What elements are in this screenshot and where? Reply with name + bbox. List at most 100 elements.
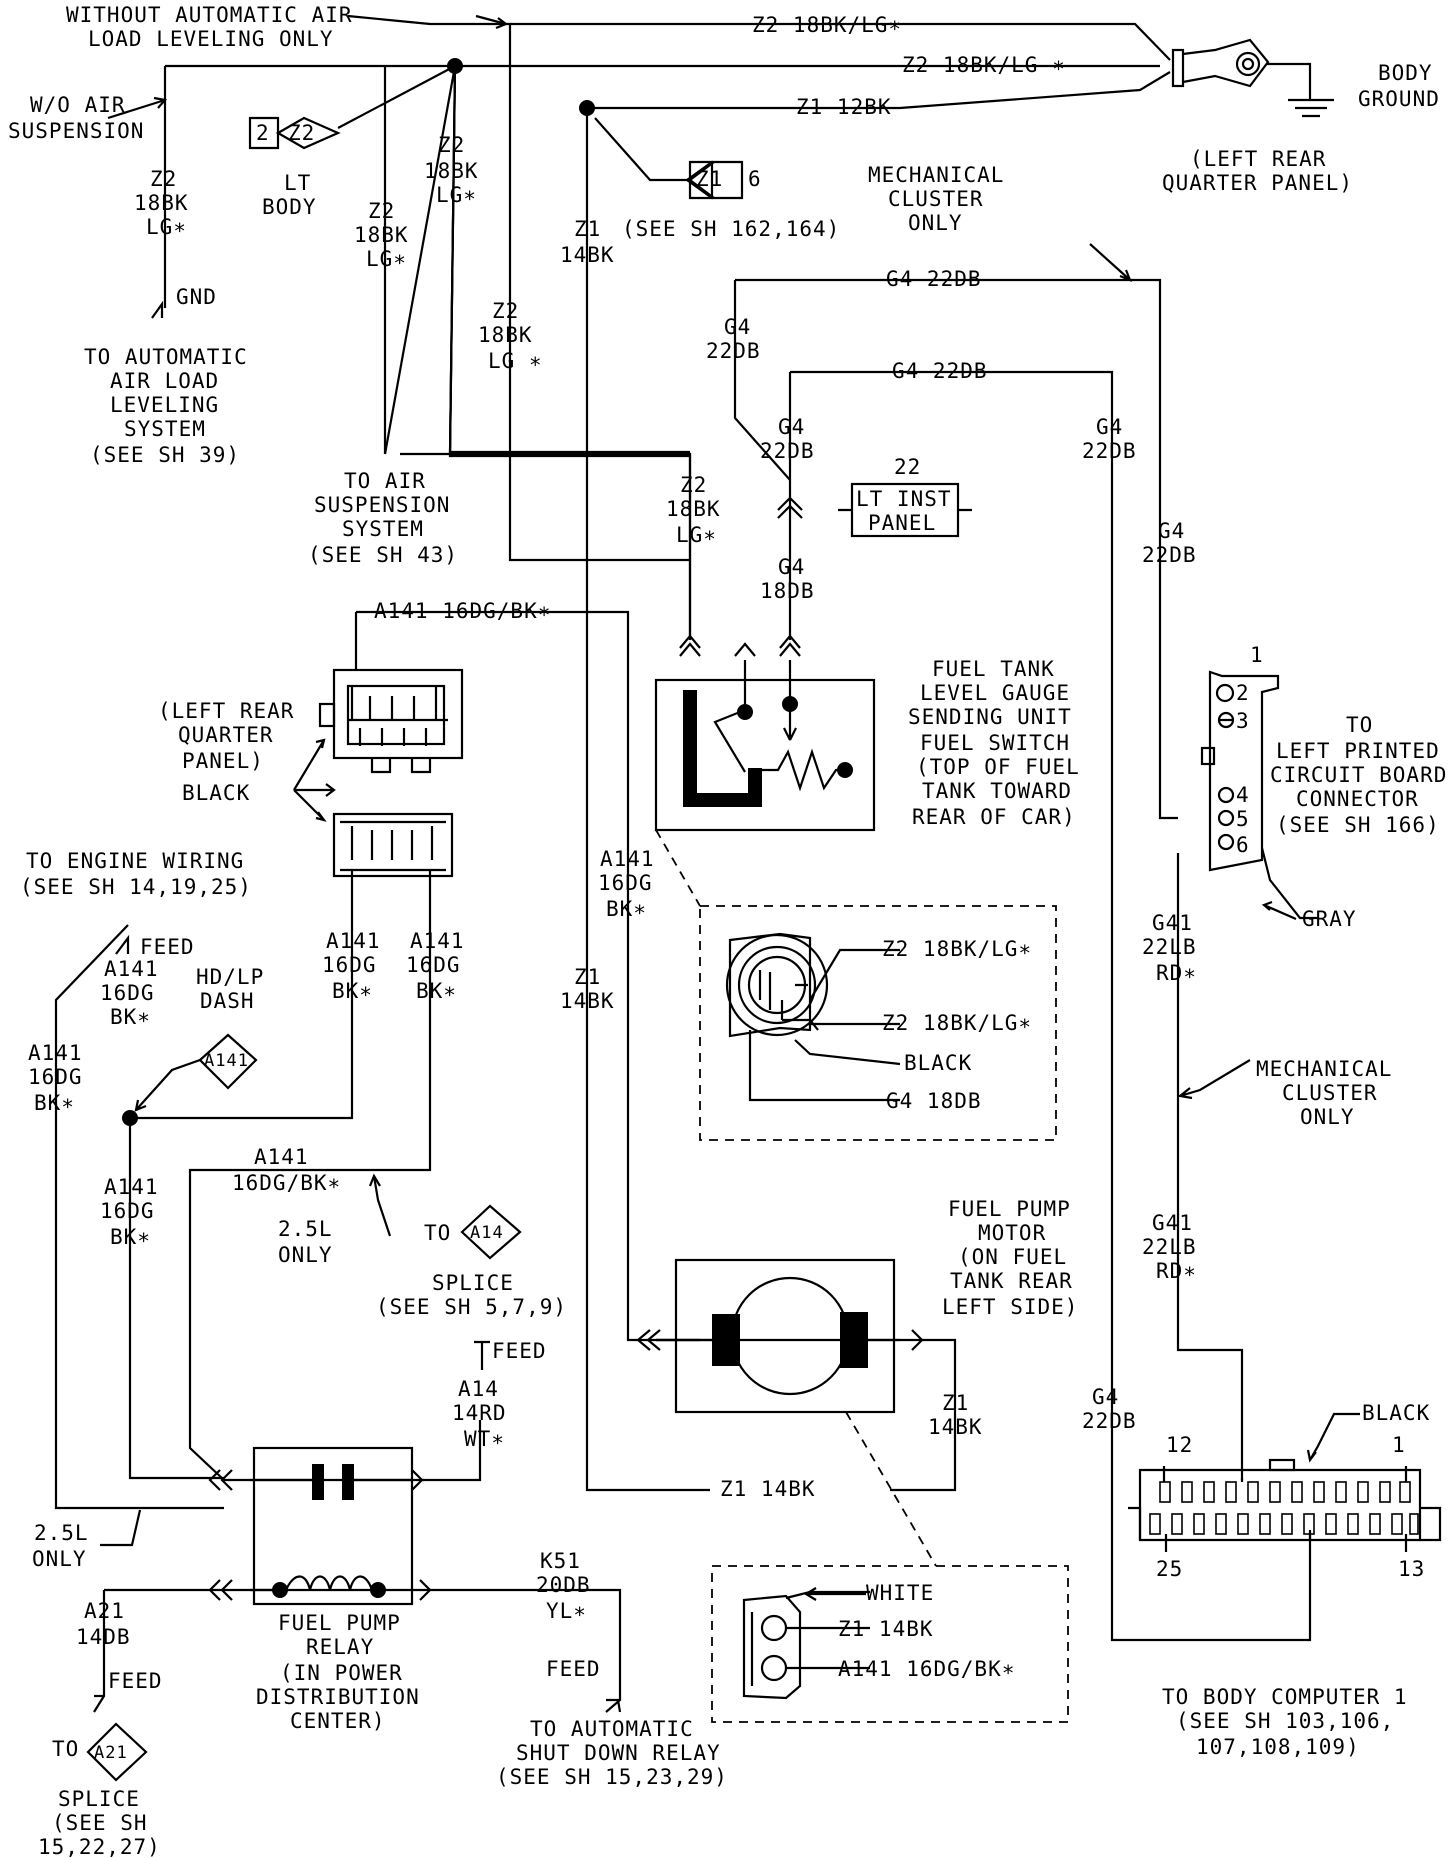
pointer-arrows — [107, 14, 1360, 1601]
label-a141-d-1: A141 — [410, 929, 465, 953]
label-a14-3: WT∗ — [464, 1427, 505, 1451]
wires — [54, 14, 1312, 1713]
label-mech-cluster-1: MECHANICAL — [868, 163, 1004, 187]
label-a21-diamond: A21 — [94, 1743, 128, 1763]
fuel-pump-relay — [208, 1446, 432, 1606]
label-a141-a-3: BK∗ — [110, 1005, 151, 1029]
label-z2-d-2: 18BK — [478, 323, 533, 347]
label-pin-3: 3 — [1236, 709, 1250, 733]
label-only-25-a-2: ONLY — [278, 1243, 333, 1267]
label-a141-a-2: 16DG — [100, 981, 155, 1005]
label-only-25-a-1: 2.5L — [278, 1217, 333, 1241]
label-a141-a-1: A141 — [104, 957, 159, 981]
label-z1-14bk-b-1: Z1 — [574, 965, 601, 989]
label-z1-14bk-b-2: 14BK — [560, 989, 615, 1013]
label-g4-22db-c: G4 22DB — [892, 359, 988, 383]
label-to-lpcb-4: CONNECTOR — [1296, 787, 1419, 811]
label-lt-body-1: LT — [284, 171, 311, 195]
label-g4-22db-b-1: G4 — [724, 315, 751, 339]
label-gnd: GND — [176, 285, 217, 309]
label-pin-6: 6 — [1236, 833, 1250, 857]
label-a14-1: A14 — [458, 1377, 499, 1401]
label-z1-14bk-c-1: Z1 — [942, 1391, 969, 1415]
label-z2-c-1: Z2 — [368, 199, 395, 223]
label-relay-4: DISTRIBUTION — [256, 1685, 420, 1709]
label-mech-cluster-b-2: CLUSTER — [1282, 1081, 1378, 1105]
label-a14-2: 14RD — [452, 1401, 507, 1425]
feed-b-tick — [474, 1340, 490, 1370]
label-z2-top-1: Z2 18BK/LG∗ — [752, 13, 902, 37]
label-fuel-tank-3: SENDING UNIT — [908, 705, 1072, 729]
label-a141-e-1: A141 — [600, 847, 655, 871]
label-g4-18db-2: 18DB — [760, 579, 815, 603]
label-to-lpcb-5: (SEE SH 166) — [1276, 813, 1440, 837]
label-without-aal-1: WITHOUT AUTOMATIC AIR — [66, 3, 353, 27]
label-lrqp-conn-2: QUARTER — [178, 723, 274, 747]
label-lrqp-ground-2: QUARTER PANEL) — [1162, 171, 1353, 195]
label-z1-14bk-a-2: 14BK — [560, 243, 615, 267]
label-to-engine-1: TO ENGINE WIRING — [26, 849, 244, 873]
label-z2-e-1: Z2 — [680, 473, 707, 497]
label-fuel-tank-1: FUEL TANK — [932, 657, 1055, 681]
label-z1-diamond-l: Z1 — [696, 167, 723, 191]
label-relay-5: CENTER) — [290, 1709, 386, 1733]
splice-dot-z2 — [447, 58, 463, 74]
label-fuel-pump-2: MOTOR — [978, 1221, 1046, 1245]
label-to-lpcb-3: CIRCUIT BOARD — [1270, 763, 1447, 787]
label-fuel-tank-5: (TOP OF FUEL — [916, 755, 1080, 779]
label-to-engine-2: (SEE SH 14,19,25) — [20, 875, 252, 899]
label-g41-b-3: RD∗ — [1156, 1259, 1197, 1283]
label-relay-1: FUEL PUMP — [278, 1611, 401, 1635]
label-a141-c-3: BK∗ — [332, 979, 373, 1003]
label-inst-panel-num: 22 — [894, 455, 921, 479]
label-to-aal-4: SYSTEM — [124, 417, 206, 441]
label-z2-diamond-left: 2 — [256, 121, 270, 145]
label-fuel-pump-3: (ON FUEL — [958, 1245, 1067, 1269]
label-a141-g-2: 16DG/BK∗ — [232, 1171, 341, 1195]
label-a141-c-1: A141 — [326, 929, 381, 953]
label-g4-22db-f-1: G4 — [1158, 519, 1185, 543]
label-a141-c-2: 16DG — [322, 953, 377, 977]
label-z2-b-3: LG∗ — [436, 183, 477, 207]
label-a21-1: A21 — [84, 1599, 125, 1623]
label-a141-b-2: 16DG — [28, 1065, 83, 1089]
label-g4-22db-a: G4 22DB — [886, 267, 982, 291]
label-asd-2: SHUT DOWN RELAY — [516, 1741, 721, 1765]
z1-diamond — [685, 160, 744, 200]
label-to-aal-1: TO AUTOMATIC — [84, 345, 248, 369]
label-hd-lp-2: DASH — [200, 989, 255, 1013]
label-a21-2: 14DB — [76, 1625, 131, 1649]
label-feed-c: FEED — [108, 1669, 163, 1693]
label-body-comp-1: TO BODY COMPUTER 1 — [1162, 1685, 1408, 1709]
sender-connector-detail — [655, 829, 1057, 1141]
label-body-comp-3: 107,108,109) — [1196, 1735, 1360, 1759]
label-lrqp-conn-1: (LEFT REAR — [158, 699, 294, 723]
label-fuel-pump-4: TANK REAR — [950, 1269, 1073, 1293]
splice-dots — [122, 58, 595, 1126]
a14-diamond — [460, 1204, 522, 1260]
label-mech-cluster-2: CLUSTER — [888, 187, 984, 211]
label-z2-d-1: Z2 — [492, 299, 519, 323]
label-fuel-tank-4: FUEL SWITCH — [920, 731, 1070, 755]
label-gray: GRAY — [1302, 907, 1357, 931]
label-pin-5: 5 — [1236, 807, 1250, 831]
label-mech-cluster-b-3: ONLY — [1300, 1105, 1355, 1129]
label-a141-e-2: 16DG — [598, 871, 653, 895]
label-without-aal-2: LOAD LEVELING ONLY — [88, 27, 334, 51]
label-pin-4: 4 — [1236, 783, 1250, 807]
label-splice-a-2: (SEE SH 5,7,9) — [376, 1295, 567, 1319]
label-z1-14bk-a-1: Z1 — [574, 217, 601, 241]
label-z2-e-3: LG∗ — [676, 523, 717, 547]
label-mech-cluster-3: ONLY — [908, 211, 963, 235]
label-pin-1b: 1 — [1392, 1433, 1406, 1457]
label-fuel-pump-1: FUEL PUMP — [948, 1197, 1071, 1221]
label-pin-12: 12 — [1166, 1433, 1193, 1457]
label-z1-12bk: Z1 12BK — [796, 95, 892, 119]
label-fuel-tank-6: TANK TOWARD — [922, 779, 1072, 803]
label-lrqp-conn-3: PANEL) — [182, 749, 264, 773]
label-body-comp-2: (SEE SH 103,106, — [1176, 1709, 1394, 1733]
label-k51-2: 20DB — [536, 1573, 591, 1597]
label-to-aal-3: LEVELING — [110, 393, 219, 417]
label-z2-e-2: 18BK — [666, 497, 721, 521]
label-asd-1: TO AUTOMATIC — [530, 1717, 694, 1741]
